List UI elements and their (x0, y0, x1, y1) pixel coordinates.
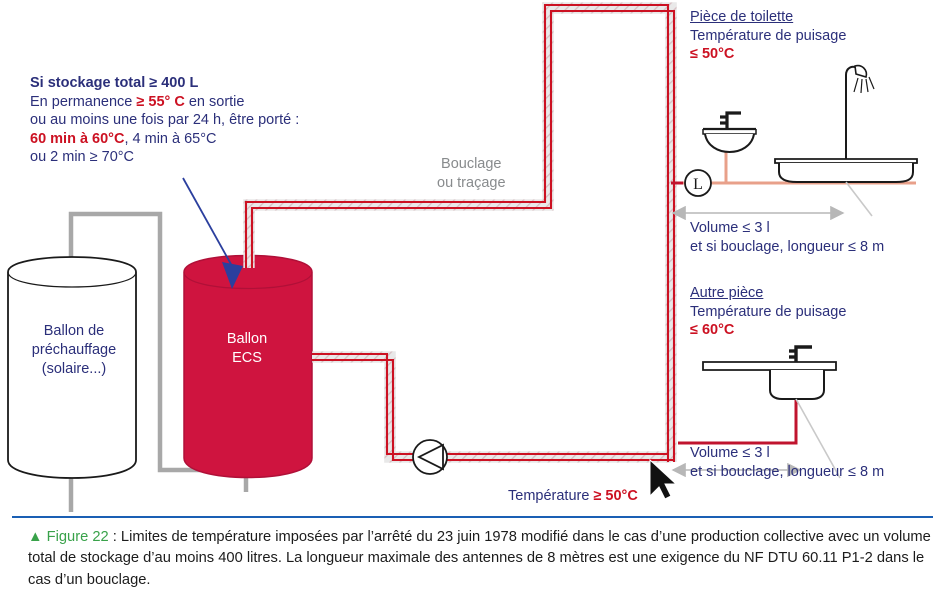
preheat-label-line-3: (solaire...) (41, 361, 107, 378)
note-line-4-suffix: , 4 min à 65°C (124, 130, 217, 147)
caption-separator: : (108, 529, 121, 545)
note-line-3: ou au moins une fois par 24 h, être port… (30, 112, 300, 129)
note-line-4: 60 min à 60°C, 4 min à 65°C (30, 130, 299, 149)
toilette-subtitle: Température de puisage (690, 27, 847, 44)
hot-water-core-pipe (244, 3, 676, 462)
caption-line-2: production collective avec un volume tot… (28, 529, 931, 567)
autre-volume-line-2: et si bouclage, longueur ≤ 8 m (690, 463, 885, 480)
figure-caption: ▲ Figure 22 : Limites de température imp… (28, 527, 933, 591)
autre-title: Autre pièce (690, 285, 764, 301)
storage-requirements-note: Si stockage total ≥ 400 L En permanence … (30, 74, 299, 167)
note-line-5: ou 2 min ≥ 70°C (30, 149, 135, 166)
preheat-tank (7, 256, 137, 479)
caption-divider (12, 516, 933, 518)
mouse-cursor (649, 458, 678, 500)
loop-label-line-2: ou traçage (437, 174, 506, 191)
autre-piece-spec: Autre pièce Température de puisage ≤ 60°… (690, 284, 846, 340)
svg-text:L: L (693, 176, 703, 193)
loop-tracing-label: Bouclage ou traçage (437, 155, 506, 193)
preheat-label-line-1: Ballon de (43, 323, 105, 339)
limiter-valve-icon: L (684, 169, 712, 197)
autre-temp-value: ≤ 60°C (690, 322, 735, 339)
toilette-volume-line-2: et si bouclage, longueur ≤ 8 m (690, 238, 885, 255)
toilette-volume-line-1: Volume ≤ 3 l (690, 220, 770, 236)
ecs-tank (183, 254, 313, 479)
note-line-1: Si stockage total ≥ 400 L (30, 75, 199, 91)
caption-line-1: Limites de température imposées par l’ar… (120, 529, 687, 545)
ecs-label-line-1: Ballon (226, 331, 268, 347)
autre-volume-line-1: Volume ≤ 3 l (690, 445, 770, 461)
bathtub-shower-fixture (774, 64, 918, 183)
loop-label-line-1: Bouclage (441, 156, 502, 172)
ecs-annotation-arrow (182, 177, 243, 289)
hot-water-insulation-edge (243, 2, 677, 463)
note-line-2-prefix: En permanence (30, 93, 137, 110)
note-line-2-value: ≥ 55° C (136, 93, 185, 110)
autre-subtitle: Température de puisage (690, 303, 847, 320)
note-line-2: En permanence ≥ 55° C en sortie (30, 93, 299, 112)
toilette-title: Pièce de toilette (690, 9, 794, 25)
kitchen-sink-fixture (702, 345, 837, 400)
caption-line-3: antennes de 8 mètres est une exigence du… (28, 550, 925, 588)
ecs-tank-label: Ballon ECS (186, 330, 308, 368)
note-line-4-value: 60 min à 60°C (30, 130, 125, 147)
toilette-temp-value: ≤ 50°C (690, 46, 735, 63)
autre-volume-spec: Volume ≤ 3 l et si bouclage, longueur ≤ … (690, 444, 884, 481)
loop-temp-value: ≥ 50°C (593, 488, 638, 504)
circulation-pump-icon (412, 439, 448, 475)
washbasin-fixture (702, 111, 757, 153)
figure-number: ▲ Figure 22 (28, 529, 109, 545)
preheat-label-line-2: préchauffage (31, 342, 117, 359)
toilette-room-spec: Pièce de toilette Température de puisage… (690, 8, 846, 64)
toilette-dimension-line (671, 181, 873, 221)
preheat-tank-label: Ballon de préchauffage (solaire...) (8, 322, 140, 379)
ecs-label-line-2: ECS (232, 350, 262, 367)
loop-temp-prefix: Température (508, 488, 594, 504)
loop-temperature-label: Température ≥ 50°C (508, 487, 638, 506)
toilette-volume-spec: Volume ≤ 3 l et si bouclage, longueur ≤ … (690, 219, 884, 256)
note-line-2-suffix: en sortie (184, 93, 245, 110)
autre-dimension-line (671, 398, 841, 479)
